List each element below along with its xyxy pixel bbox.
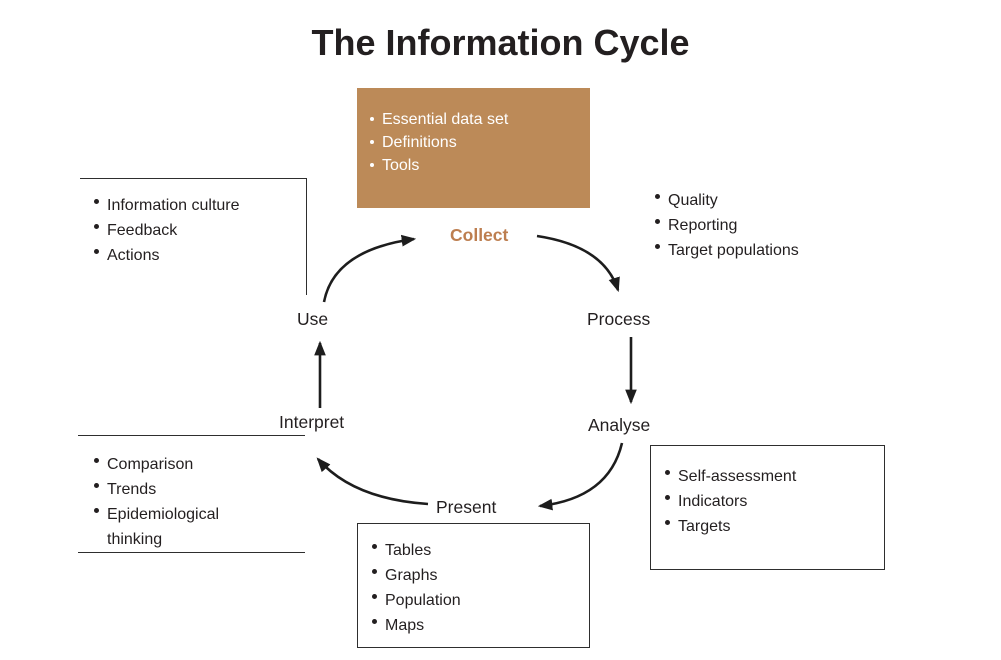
- list-item: Actions: [94, 243, 306, 268]
- list-item-label: Self-assessment: [678, 468, 797, 485]
- list-item-label: Actions: [107, 247, 160, 264]
- list-item: Information culture: [94, 193, 306, 218]
- list-item: Targets: [665, 514, 884, 539]
- list-item: Feedback: [94, 218, 306, 243]
- bullet-icon: [370, 140, 374, 144]
- list-item: Graphs: [372, 563, 589, 588]
- list-item-label: Graphs: [385, 567, 438, 584]
- list-item: Indicators: [665, 489, 884, 514]
- list-item-label: Feedback: [107, 222, 178, 239]
- stage-label-process: Process: [587, 309, 651, 329]
- list-item-label: Trends: [107, 481, 157, 498]
- list-item-label: Comparison: [107, 456, 194, 473]
- arrow-present-to-interpret: [316, 457, 429, 506]
- bullet-icon: [655, 194, 660, 199]
- bullet-icon: [94, 508, 99, 513]
- list-item-label: Maps: [385, 617, 425, 634]
- page-title: The Information Cycle: [311, 22, 690, 63]
- list-item-label: Essential data set: [382, 111, 509, 128]
- list-item: Reporting: [655, 213, 885, 238]
- stage-label-interpret: Interpret: [279, 412, 345, 432]
- callout-present-notes: Tables Graphs Population Maps: [357, 523, 590, 648]
- bullet-icon: [370, 117, 374, 121]
- bullet-icon: [372, 544, 377, 549]
- list-item: Quality: [655, 188, 885, 213]
- arrow-analyse-to-present: [537, 442, 624, 511]
- list-item: Target populations: [655, 238, 885, 263]
- bullet-icon: [665, 520, 670, 525]
- stage-label-collect: Collect: [450, 225, 509, 245]
- list-item: Definitions: [370, 131, 580, 154]
- bullet-icon: [94, 458, 99, 463]
- list-item-label: Tools: [382, 157, 420, 174]
- stage-label-use: Use: [297, 309, 329, 329]
- bullet-icon: [372, 569, 377, 574]
- bullet-icon: [665, 470, 670, 475]
- list-item-label: Population: [385, 592, 461, 609]
- list-item: Population: [372, 588, 589, 613]
- list-item: Epidemiological thinking: [94, 502, 305, 552]
- list-item: Essential data set: [370, 108, 580, 131]
- callout-collect-inputs: Essential data set Definitions Tools: [357, 88, 590, 208]
- list-item-label: Targets: [678, 518, 731, 535]
- bullet-icon: [94, 224, 99, 229]
- bullet-icon: [372, 594, 377, 599]
- list-item: Self-assessment: [665, 464, 884, 489]
- stage-label-present: Present: [436, 497, 497, 517]
- list-item-label: Quality: [668, 192, 718, 209]
- bullet-icon: [94, 249, 99, 254]
- list-item: Tables: [372, 538, 589, 563]
- bullet-icon: [370, 163, 374, 167]
- list-item-label: Target populations: [668, 242, 799, 259]
- callout-use-notes: Information culture Feedback Actions: [80, 178, 307, 295]
- arrow-collect-to-process: [536, 234, 620, 293]
- list-item-label: Tables: [385, 542, 432, 559]
- callout-analyse-notes: Self-assessment Indicators Targets: [650, 445, 885, 570]
- bullet-icon: [372, 619, 377, 624]
- list-item: Maps: [372, 613, 589, 638]
- arrow-use-to-collect: [322, 234, 417, 303]
- list-item-label: Information culture: [107, 197, 240, 214]
- bullet-icon: [655, 219, 660, 224]
- list-item: Tools: [370, 154, 580, 177]
- callout-interpret-notes: Comparison Trends Epidemiological thinki…: [78, 435, 305, 553]
- list-item-label: Definitions: [382, 134, 457, 151]
- bullet-icon: [665, 495, 670, 500]
- stage-label-analyse: Analyse: [588, 415, 651, 435]
- list-item: Trends: [94, 477, 305, 502]
- list-item-label: Epidemiological thinking: [107, 506, 220, 548]
- callout-process-notes: Quality Reporting Target populations: [655, 186, 885, 266]
- list-item-label: Indicators: [678, 493, 748, 510]
- list-item-label: Reporting: [668, 217, 738, 234]
- bullet-icon: [94, 483, 99, 488]
- bullet-icon: [94, 199, 99, 204]
- list-item: Comparison: [94, 452, 305, 477]
- bullet-icon: [655, 244, 660, 249]
